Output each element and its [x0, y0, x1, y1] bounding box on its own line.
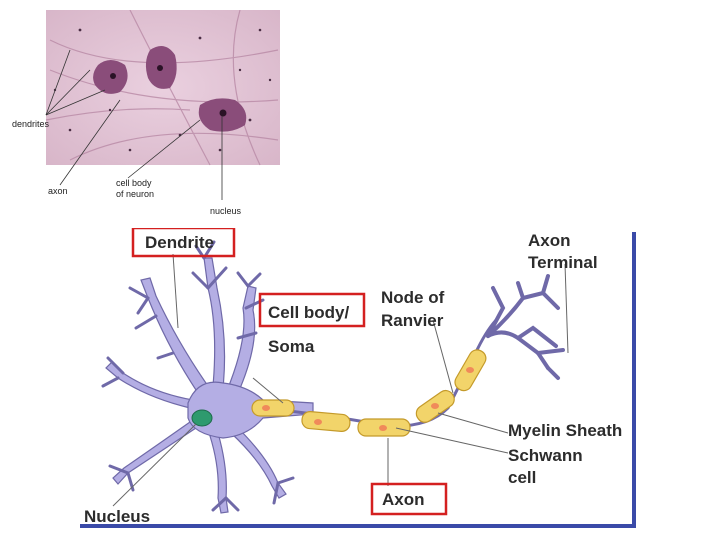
dendrite-highlight-box [131, 228, 236, 258]
neuron-micrograph: dendrites axon cell body of neuron nucle… [12, 10, 280, 216]
cell-body-highlight-box [258, 292, 366, 328]
axon-terminal [486, 274, 565, 380]
micrograph-cell-1 [93, 60, 128, 94]
label-axon-terminal-2: Terminal [528, 253, 598, 272]
label-axon-terminal-1: Axon [528, 231, 571, 250]
label-axon: Axon [382, 490, 425, 509]
micrograph-label-cell-body-2: of neuron [116, 189, 154, 199]
diagram-pointers [112, 253, 569, 507]
label-dendrite: Dendrite [145, 233, 214, 252]
soma-nucleus [191, 409, 213, 427]
micrograph-label-cell-body-1: cell body [116, 178, 152, 188]
diagram-frame [78, 228, 635, 525]
axon-highlight-box [370, 482, 448, 516]
label-nucleus: Nucleus [84, 507, 150, 526]
label-myelin-sheath: Myelin Sheath [508, 421, 622, 440]
micrograph-label-nucleus: nucleus [210, 206, 242, 216]
label-node-of-ranvier-1: Node of [381, 288, 445, 307]
micrograph-speckles [53, 28, 272, 152]
myelin-segment-2 [301, 411, 351, 432]
label-schwann-cell-1: Schwann [508, 446, 583, 465]
micrograph-cell-3 [198, 98, 247, 132]
label-cell-body: Cell body/ [268, 303, 350, 322]
neuron-diagram: Dendrite Cell body/ Soma Node of Ranvier… [78, 228, 636, 528]
micrograph-pointers [45, 49, 223, 200]
micrograph-cell-2 [145, 46, 177, 89]
dendrite-tree [105, 257, 287, 514]
micrograph-label-dendrites: dendrites [12, 119, 50, 129]
myelin-segment-1 [251, 399, 295, 417]
label-soma: Soma [268, 337, 315, 356]
schwann-nuclei [262, 367, 474, 431]
label-node-of-ranvier-2: Ranvier [381, 311, 444, 330]
label-schwann-cell-2: cell [508, 468, 536, 487]
micrograph-label-axon: axon [48, 186, 68, 196]
